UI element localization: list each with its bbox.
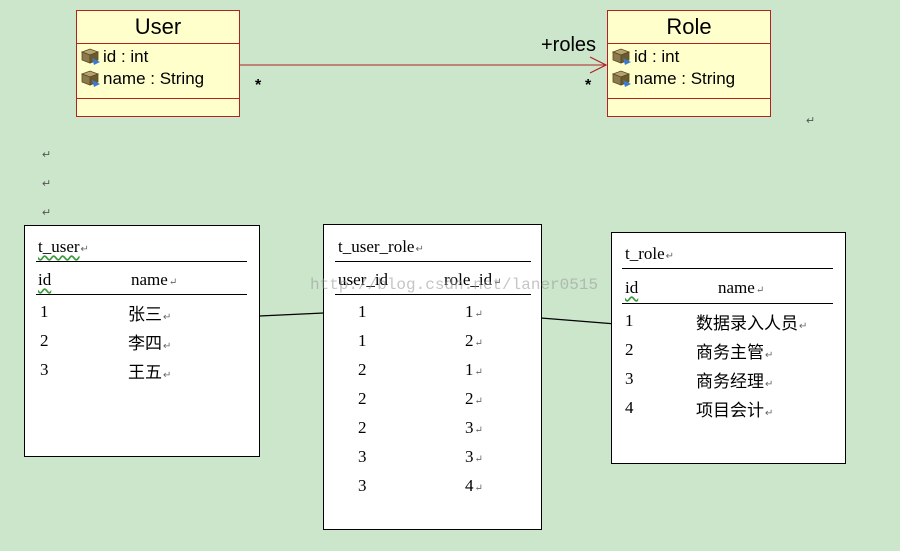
uml-operations — [77, 99, 239, 117]
table-cell: 3 — [358, 476, 367, 495]
column-header: name↵ — [718, 278, 765, 297]
table-cell: 1 — [625, 311, 634, 330]
table-cell: 李四↵ — [128, 334, 172, 354]
divider — [335, 261, 531, 262]
table-cell: 商务主管↵ — [696, 343, 774, 363]
table-cell: 2↵ — [465, 331, 483, 350]
table-cell: 商务经理↵ — [696, 372, 774, 392]
table-cell: 2 — [40, 331, 49, 350]
attribute-icon — [611, 70, 631, 87]
uml-class-name: Role — [608, 11, 770, 44]
attribute-text: name : String — [103, 69, 205, 88]
table-cell: 张三↵ — [128, 305, 172, 325]
table-cell: 2 — [358, 418, 367, 437]
attribute-text: id : int — [103, 47, 149, 66]
table-cell: 1 — [40, 302, 49, 321]
table-cell: 1 — [358, 331, 367, 350]
table-cell: 3↵ — [465, 447, 483, 466]
association-arrowhead — [589, 56, 608, 74]
divider — [335, 294, 531, 295]
table-cell: 数据录入人员↵ — [696, 314, 808, 334]
uml-attributes: id : int name : String — [77, 44, 239, 99]
column-header: role_id↵ — [444, 270, 502, 289]
table-t-user — [24, 225, 260, 457]
association-label: +roles — [541, 34, 597, 56]
table-t-role — [611, 232, 846, 464]
table-cell: 2 — [358, 389, 367, 408]
uml-attribute: id : int — [608, 46, 770, 68]
table-cell: 3 — [40, 360, 49, 379]
table-cell: 4 — [625, 398, 634, 417]
divider — [36, 294, 247, 295]
table-cell: 1↵ — [465, 302, 483, 321]
table-cell: 1↵ — [465, 360, 483, 379]
table-t-user-role — [323, 224, 542, 530]
table-name: t_user_role↵ — [338, 237, 424, 256]
divider — [622, 303, 833, 304]
table-name: t_user↵ — [38, 237, 89, 256]
watermark: http://blog.csdn.net/laner0515 — [310, 276, 599, 294]
attribute-text: id : int — [634, 47, 680, 66]
uml-operations — [608, 99, 770, 117]
paragraph-mark: ↵ — [42, 178, 52, 190]
paragraph-mark: ↵ — [806, 115, 816, 127]
table-cell: 4↵ — [465, 476, 483, 495]
uml-attribute: name : String — [608, 68, 770, 90]
table-cell: 王五↵ — [128, 363, 172, 383]
attribute-icon — [80, 70, 100, 87]
table-cell: 3 — [625, 369, 634, 388]
multiplicity-role: * — [585, 77, 592, 94]
attribute-text: name : String — [634, 69, 736, 88]
uml-class-role: Role id : int name : String — [607, 10, 771, 117]
table-cell: 3↵ — [465, 418, 483, 437]
column-header: name↵ — [131, 270, 178, 289]
uml-attributes: id : int name : String — [608, 44, 770, 99]
divider — [622, 268, 833, 269]
attribute-icon — [80, 48, 100, 65]
divider — [36, 261, 247, 262]
paragraph-mark: ↵ — [42, 207, 52, 219]
paragraph-mark: ↵ — [42, 149, 52, 161]
table-cell: 项目会计↵ — [696, 401, 774, 421]
attribute-icon — [611, 48, 631, 65]
multiplicity-user: * — [255, 77, 262, 94]
table-cell: 1 — [358, 302, 367, 321]
uml-attribute: name : String — [77, 68, 239, 90]
table-cell: 3 — [358, 447, 367, 466]
column-header: id — [38, 270, 52, 289]
table-cell: 2 — [358, 360, 367, 379]
uml-class-name: User — [77, 11, 239, 44]
table-cell: 2↵ — [465, 389, 483, 408]
uml-attribute: id : int — [77, 46, 239, 68]
column-header: id — [625, 278, 639, 297]
table-cell: 2 — [625, 340, 634, 359]
uml-class-user: User id : int name : String — [76, 10, 240, 117]
column-header: user_id — [338, 270, 389, 289]
table-name: t_role↵ — [625, 244, 675, 263]
